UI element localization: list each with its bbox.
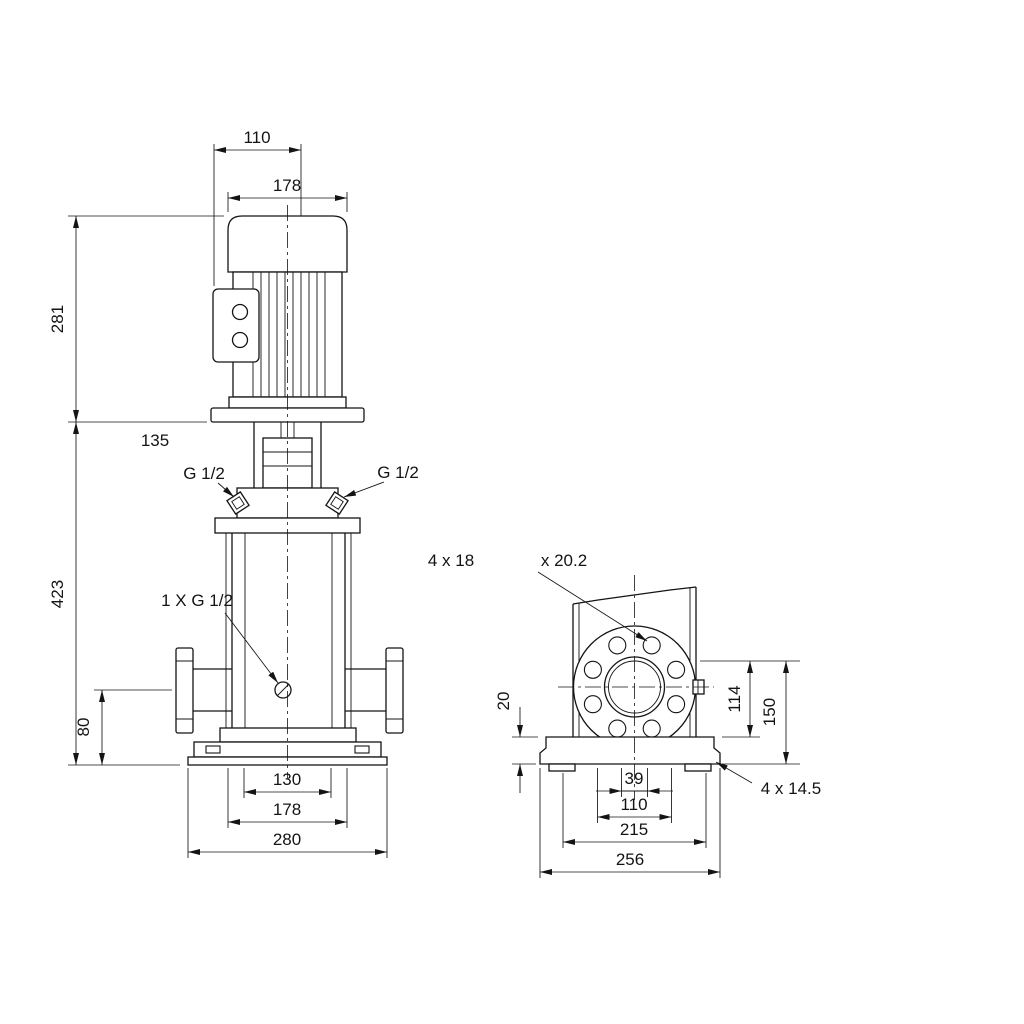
dim-fan-width: 110 (243, 128, 270, 147)
side-view: 4 x 18 x 20.2 20 114 150 39 110 (428, 551, 821, 878)
port-flange-left (175, 647, 194, 734)
foot-right (684, 763, 712, 772)
dim-base-bolt-inner: 110 (620, 795, 647, 814)
base-slot-left (205, 745, 221, 754)
foot-left (548, 763, 576, 772)
dim-base-depth: 256 (616, 850, 644, 869)
base-side (539, 736, 721, 772)
terminal-box (212, 288, 260, 363)
base-slot-right (354, 745, 370, 754)
break-line (572, 586, 697, 605)
dim-port-center-height: 80 (74, 718, 93, 737)
label-base-holes: 4 x 14.5 (761, 779, 822, 798)
bottom-chamber (219, 727, 357, 743)
dim-motor-height: 281 (48, 305, 67, 333)
dim-base-thickness: 20 (494, 692, 513, 711)
motor-fins (252, 272, 326, 397)
label-flange-counterbore: x 20.2 (541, 551, 587, 570)
dim-center-to-base-bottom: 150 (760, 698, 779, 726)
label-flange-holes: 4 x 18 (428, 551, 474, 570)
dim-base-width: 280 (273, 830, 301, 849)
front-view: 110 178 281 423 135 80 G 1/2 G 1/2 1 X G… (48, 128, 419, 858)
dim-motor-width: 178 (273, 176, 301, 195)
label-drain-plug: 1 X G 1/2 (161, 591, 233, 610)
ports (175, 647, 404, 734)
dim-base-bolt-width: 130 (273, 770, 301, 789)
dim-pump-height: 423 (48, 580, 67, 608)
dim-center-to-base-top: 114 (725, 685, 744, 712)
side-view-dimensions: 4 x 18 x 20.2 20 114 150 39 110 (428, 551, 821, 878)
pump-sleeve (225, 533, 352, 742)
port-flange-right (385, 647, 404, 734)
label-plug-right: G 1/2 (377, 463, 419, 482)
front-view-dimensions: 110 178 281 423 135 80 G 1/2 G 1/2 1 X G… (48, 128, 419, 858)
cable-entry-1 (231, 303, 249, 321)
cable-entry-2 (231, 331, 249, 349)
gauge-plug-right (325, 491, 349, 515)
dim-base-mid-width: 178 (273, 800, 301, 819)
dim-head-offset: 135 (141, 431, 169, 450)
flange-bolt-holes (583, 636, 686, 738)
dim-bolt-gap: 39 (625, 769, 644, 788)
dim-base-bolt-spacing: 215 (620, 820, 648, 839)
label-plug-left: G 1/2 (183, 464, 225, 483)
